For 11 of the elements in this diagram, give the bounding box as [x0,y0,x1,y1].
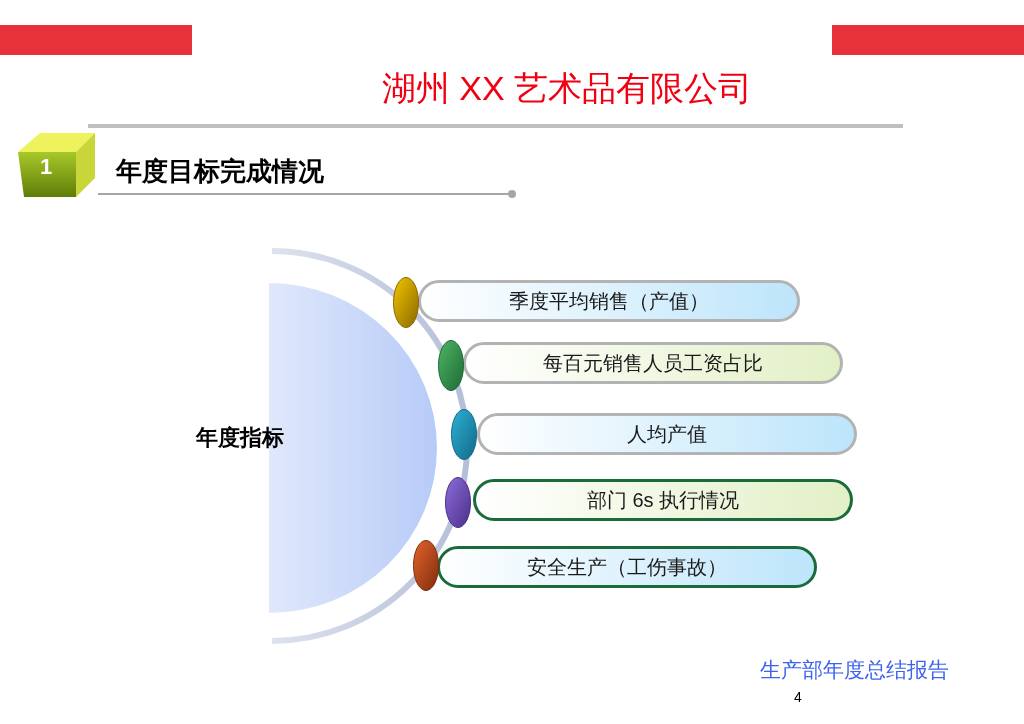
slide-title: 湖州 XX 艺术品有限公司 [380,68,754,109]
item-label: 人均产值 [626,422,708,447]
item-label: 安全生产（工伤事故） [526,555,728,580]
page-number: 4 [794,688,802,706]
item-label: 季度平均销售（产值） [508,289,710,314]
item-label: 每百元销售人员工资占比 [542,351,764,376]
section-heading: 年度目标完成情况 [116,155,324,188]
section-number: 1 [40,154,53,180]
item-label: 部门 6s 执行情况 [585,488,741,513]
footer-text: 生产部年度总结报告 [760,657,949,683]
center-label: 年度指标 [196,424,284,452]
